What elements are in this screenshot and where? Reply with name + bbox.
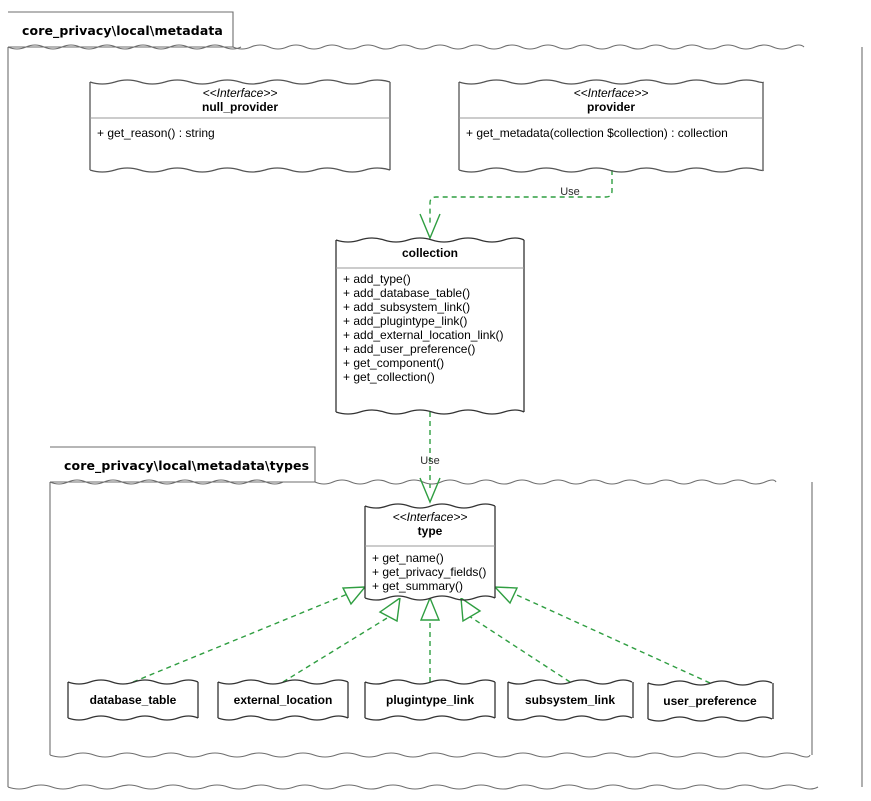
relation-user-preference-to-type (493, 586, 711, 684)
relation-collection-to-type: Use (419, 412, 441, 504)
class-outline (364, 503, 496, 601)
class-stereotype: <<Interface>> (203, 86, 278, 100)
relation-plugintype-link-to-type (419, 596, 441, 682)
dependency-arrowhead (419, 213, 441, 240)
class-box-plugintype-link[interactable]: plugintype_link (364, 679, 496, 721)
class-name: external_location (234, 693, 333, 707)
class-outline (507, 679, 634, 721)
class-name: database_table (90, 693, 177, 707)
class-member: + get_privacy_fields() (372, 565, 486, 579)
class-name: provider (587, 100, 635, 114)
dependency-arrowhead (419, 477, 441, 504)
class-outline (67, 679, 199, 721)
realization-line (282, 614, 393, 683)
class-member: + add_database_table() (343, 286, 470, 300)
class-outline (89, 79, 391, 173)
realization-arrowhead (378, 596, 401, 623)
class-box-database-table[interactable]: database_table (67, 679, 199, 721)
class-stereotype: <<Interface>> (393, 510, 468, 524)
package-core-privacy-local-metadata-types: core_privacy\local\metadata\types (49, 446, 813, 758)
class-box-collection[interactable]: collection + add_type() + add_database_t… (335, 237, 525, 415)
class-name: type (418, 524, 443, 538)
class-outline (364, 679, 496, 721)
class-member: + add_plugintype_link() (343, 314, 467, 328)
class-name: null_provider (202, 100, 278, 114)
relation-database-table-to-type (132, 586, 367, 683)
class-member: + get_metadata(collection $collection) :… (466, 126, 728, 140)
realization-arrowhead (419, 596, 441, 621)
package-core-privacy-local-metadata: core_privacy\local\metadata (7, 11, 863, 790)
class-outline (217, 679, 349, 721)
types-package-label: core_privacy\local\metadata\types (64, 458, 309, 474)
realization-arrowhead (460, 596, 482, 623)
class-name: plugintype_link (386, 693, 474, 707)
class-member: + get_component() (343, 356, 444, 370)
class-box-provider[interactable]: <<Interface>> provider + get_metadata(co… (458, 79, 764, 173)
class-box-user-preference[interactable]: user_preference (647, 680, 774, 722)
relation-provider-to-collection: Use (419, 170, 613, 240)
class-name: collection (402, 246, 458, 260)
class-member: + get_summary() (372, 579, 463, 593)
class-member: + add_user_preference() (343, 342, 475, 356)
class-box-subsystem-link[interactable]: subsystem_link (507, 679, 634, 721)
class-outline (335, 237, 525, 415)
types-package-body-outline (49, 479, 813, 758)
realization-line (132, 590, 356, 683)
dependency-line (429, 170, 613, 226)
class-outline (647, 680, 774, 722)
realization-line (468, 615, 571, 683)
relation-label-use-collection-type: Use (420, 455, 440, 467)
class-name: subsystem_link (525, 693, 615, 707)
class-member: + add_type() (343, 272, 411, 286)
class-box-null-provider[interactable]: <<Interface>> null_provider + get_reason… (89, 79, 391, 173)
class-member: + get_name() (372, 551, 444, 565)
class-outline (458, 79, 764, 173)
realization-line (507, 590, 711, 684)
relation-subsystem-link-to-type (460, 596, 571, 683)
relation-external-location-to-type (282, 596, 401, 683)
class-stereotype: <<Interface>> (574, 86, 649, 100)
realization-arrowhead (341, 586, 367, 606)
class-member: + add_external_location_link() (343, 328, 503, 342)
package-body-outline (7, 44, 863, 790)
class-box-type[interactable]: <<Interface>> type + get_name() + get_pr… (364, 503, 496, 601)
types-package-tab-outline (50, 446, 316, 483)
class-box-external-location[interactable]: external_location (217, 679, 349, 721)
class-member: + get_collection() (343, 370, 435, 384)
class-name: user_preference (663, 694, 757, 708)
relation-label-use-provider-collection: Use (560, 186, 580, 198)
realization-arrowhead (493, 586, 519, 605)
package-label-metadata: core_privacy\local\metadata (22, 23, 223, 39)
class-member: + add_subsystem_link() (343, 300, 470, 314)
class-member: + get_reason() : string (97, 126, 215, 140)
package-tab-outline (8, 11, 234, 48)
